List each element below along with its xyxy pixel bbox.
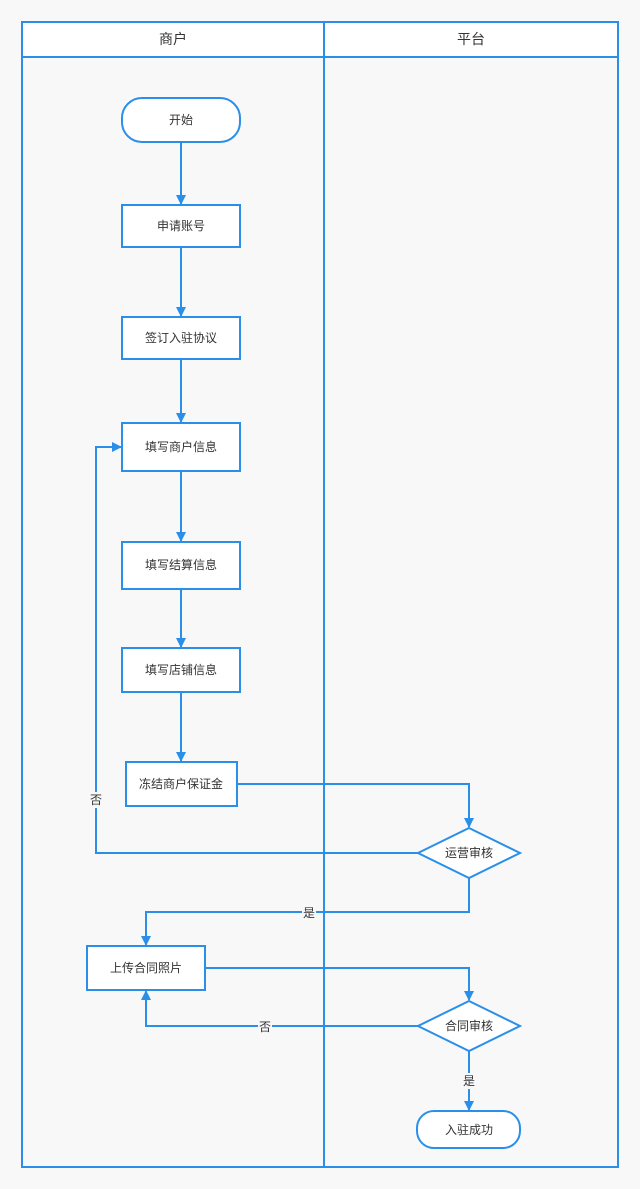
svg-text:填写结算信息: 填写结算信息 [145, 557, 217, 572]
lane-header-platform: 平台 [457, 32, 485, 48]
node-contract-review-decision: 合同审核 [415, 999, 523, 1053]
edge-review-no [95, 442, 418, 854]
edge-label-ops-yes: 是 [303, 906, 315, 920]
lane-header-merchant: 商户 [159, 31, 187, 48]
svg-text:合同审核: 合同审核 [445, 1018, 493, 1033]
node-ops-review-decision: 运营审核 [415, 826, 523, 880]
svg-text:申请账号: 申请账号 [157, 219, 205, 233]
svg-text:运营审核: 运营审核 [445, 845, 493, 860]
node-freeze-deposit: 冻结商户保证金 [125, 761, 238, 807]
edge-deposit-review [237, 783, 474, 828]
swimlane-frame [21, 21, 619, 1168]
svg-text:冻结商户保证金: 冻结商户保证金 [139, 776, 223, 791]
svg-text:开始: 开始 [169, 113, 193, 127]
node-start: 开始 [121, 97, 241, 143]
svg-text:入驻成功: 入驻成功 [445, 1122, 493, 1137]
node-fill-merchant-info: 填写商户信息 [121, 422, 241, 472]
node-fill-settlement-info: 填写结算信息 [121, 541, 241, 590]
svg-text:上传合同照片: 上传合同照片 [110, 960, 182, 975]
edge-upload-contract-review [205, 967, 474, 1001]
node-fill-store-info: 填写店铺信息 [121, 647, 241, 693]
node-upload-contract: 上传合同照片 [86, 945, 206, 991]
svg-text:填写商户信息: 填写商户信息 [145, 439, 217, 454]
node-sign-agreement: 签订入驻协议 [121, 316, 241, 360]
svg-text:填写店铺信息: 填写店铺信息 [145, 662, 217, 677]
edge-contract-no [141, 990, 418, 1027]
node-apply-account: 申请账号 [121, 204, 241, 248]
edge-label-contract-no: 否 [259, 1020, 271, 1034]
edge-label-ops-no: 否 [90, 793, 102, 807]
edge-label-contract-yes: 是 [463, 1074, 475, 1088]
node-success: 入驻成功 [416, 1110, 521, 1149]
svg-text:签订入驻协议: 签订入驻协议 [145, 330, 217, 345]
